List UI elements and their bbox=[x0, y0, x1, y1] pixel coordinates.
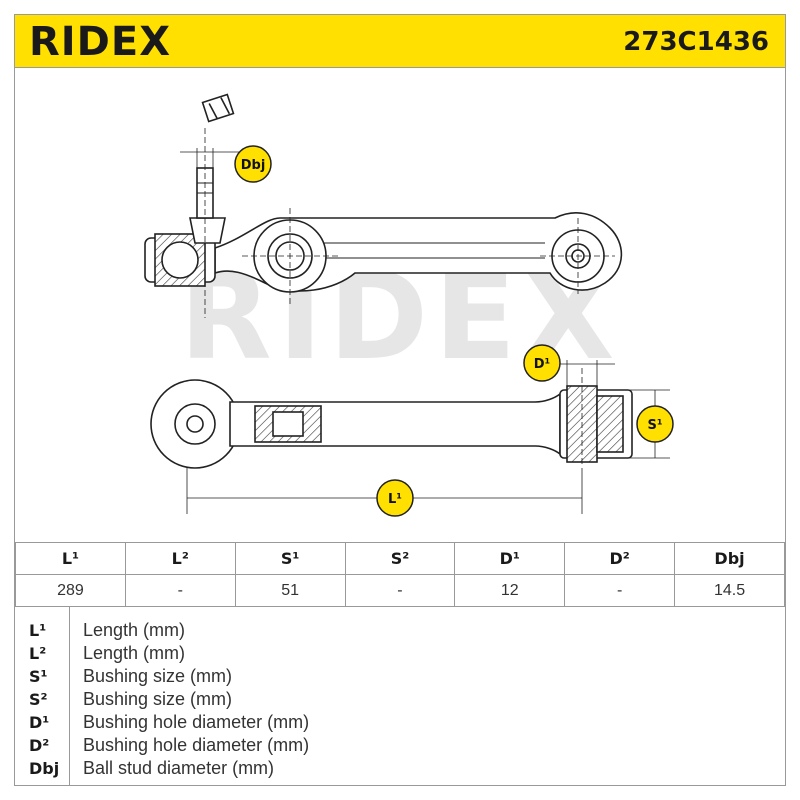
spec-header: L² bbox=[124, 542, 236, 575]
legend-key: Dbj bbox=[29, 759, 60, 778]
legend-key: S¹ bbox=[29, 667, 48, 686]
legend-row: D¹ Bushing hole diameter (mm) bbox=[15, 711, 785, 734]
callout-dbj-label: Dbj bbox=[241, 158, 266, 173]
legend-row: L¹ Length (mm) bbox=[15, 619, 785, 642]
nut-icon bbox=[201, 93, 235, 123]
spec-table: L¹ L² S¹ S² D¹ D² Dbj 289 - 51 - 12 - 14… bbox=[15, 542, 785, 607]
callout-s1-label: S¹ bbox=[647, 418, 662, 433]
legend-desc: Length (mm) bbox=[83, 643, 186, 663]
legend-desc: Length (mm) bbox=[83, 620, 186, 640]
spec-table-value-row: 289 - 51 - 12 - 14.5 bbox=[15, 574, 785, 607]
spec-value: 51 bbox=[234, 574, 346, 607]
spec-value: 289 bbox=[15, 574, 126, 607]
legend-key: L¹ bbox=[29, 621, 47, 640]
legend-row: Dbj Ball stud diameter (mm) bbox=[15, 757, 785, 780]
technical-drawing: RIDEX bbox=[144, 93, 674, 517]
spec-header: D² bbox=[564, 542, 676, 575]
spec-header: S² bbox=[344, 542, 456, 575]
callout-s1: S¹ bbox=[636, 405, 674, 443]
spec-header: S¹ bbox=[234, 542, 346, 575]
spec-header: Dbj bbox=[674, 542, 785, 575]
callout-d1-label: D¹ bbox=[534, 357, 551, 372]
legend-key: L² bbox=[29, 644, 47, 663]
legend-desc: Bushing size (mm) bbox=[83, 689, 233, 709]
callout-l1: L¹ bbox=[376, 479, 414, 517]
brand-logo: RIDEX bbox=[29, 19, 172, 65]
legend-row: S¹ Bushing size (mm) bbox=[15, 665, 785, 688]
legend-key: D² bbox=[29, 736, 50, 755]
legend-desc: Ball stud diameter (mm) bbox=[83, 758, 275, 778]
spec-header: D¹ bbox=[454, 542, 566, 575]
spec-value: 12 bbox=[454, 574, 566, 607]
spec-value: - bbox=[344, 574, 456, 607]
control-arm-side-view bbox=[150, 360, 670, 514]
legend-row: S² Bushing size (mm) bbox=[15, 688, 785, 711]
legend: L¹ Length (mm) L² Length (mm) S¹ Bushing… bbox=[15, 606, 785, 786]
control-arm-top-view bbox=[144, 93, 623, 318]
spec-header: L¹ bbox=[15, 542, 126, 575]
spec-value: - bbox=[124, 574, 236, 607]
legend-row: L² Length (mm) bbox=[15, 642, 785, 665]
spec-value: - bbox=[564, 574, 676, 607]
header-bar: RIDEX 273C1436 bbox=[14, 14, 786, 68]
legend-key: S² bbox=[29, 690, 48, 709]
legend-row: D² Bushing hole diameter (mm) bbox=[15, 734, 785, 757]
legend-desc: Bushing size (mm) bbox=[83, 666, 233, 686]
spec-value: 14.5 bbox=[674, 574, 785, 607]
spec-table-header-row: L¹ L² S¹ S² D¹ D² Dbj bbox=[15, 542, 785, 575]
part-number: 273C1436 bbox=[623, 27, 769, 57]
callout-dbj: Dbj bbox=[234, 145, 272, 183]
legend-desc: Bushing hole diameter (mm) bbox=[83, 712, 310, 732]
legend-key: D¹ bbox=[29, 713, 50, 732]
callout-d1: D¹ bbox=[523, 344, 561, 382]
callout-l1-label: L¹ bbox=[388, 492, 402, 507]
legend-desc: Bushing hole diameter (mm) bbox=[83, 735, 310, 755]
legend-divider bbox=[69, 607, 70, 786]
